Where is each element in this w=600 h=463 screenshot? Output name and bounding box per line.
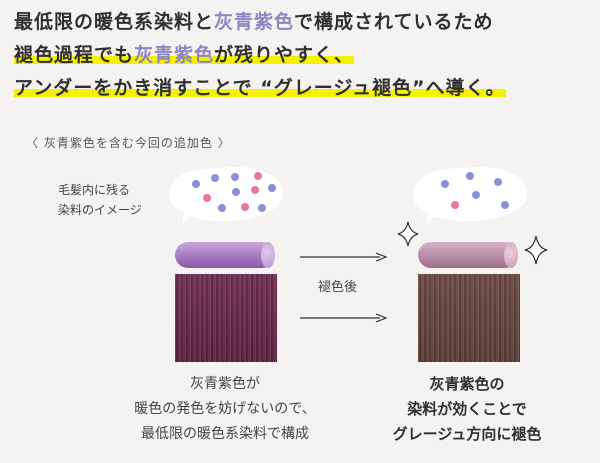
dye-dot <box>232 188 240 196</box>
dye-dot <box>494 178 502 186</box>
yellow-highlight: アンダーをかき消すことで “グレージュ褪色”へ導く。 <box>14 77 506 99</box>
dye-image-note: 毛髪内に残る 染料のイメージ <box>58 183 142 217</box>
dye-cylinder-after <box>418 242 518 268</box>
dye-dot <box>192 180 200 188</box>
dye-dot <box>241 203 249 211</box>
after-fading-label: 褪色後 <box>318 280 358 295</box>
headline-line-1: 最低限の暖色系染料と灰青紫色で構成されているため <box>14 11 494 33</box>
arrow-right-icon <box>300 313 388 323</box>
dye-dot <box>441 180 449 188</box>
headline-line-2: 褪色過程でも灰青紫色が残りやすく、 <box>14 39 594 72</box>
dye-dot <box>466 172 474 180</box>
dye-dot <box>268 184 276 192</box>
caption-before: 灰青紫色が 暖色の発色を妨げないので、 最低限の暖色系染料で構成 <box>134 376 316 442</box>
thought-bubble-left <box>169 167 284 226</box>
dye-dot <box>211 174 219 182</box>
hair-swatch-before <box>175 274 277 362</box>
thought-bubble-right <box>413 167 528 226</box>
caption-after: 灰青紫色の 染料が効くことで グレージュ方向に褪色 <box>392 375 542 443</box>
dye-dot <box>218 204 226 212</box>
sparkle-icon <box>524 235 548 265</box>
yellow-highlight: 褪色過程でも灰青紫色が残りやすく、 <box>14 44 355 66</box>
dye-dot <box>254 172 262 180</box>
dye-dot <box>203 194 211 202</box>
dye-dot <box>451 201 459 209</box>
headline-line-3: アンダーをかき消すことで “グレージュ褪色”へ導く。 <box>14 72 594 105</box>
dye-cylinder-before <box>175 242 275 268</box>
hair-swatch-after <box>418 274 520 362</box>
dye-dot <box>501 201 509 209</box>
sparkle-icon <box>397 221 419 247</box>
headline: 最低限の暖色系染料と灰青紫色で構成されているため 褪色過程でも灰青紫色が残りやす… <box>14 6 594 105</box>
dye-dot <box>231 173 239 181</box>
dye-dot <box>258 204 266 212</box>
dye-dot <box>472 191 480 199</box>
highlight-color-term: 灰青紫色 <box>134 44 215 66</box>
arrow-right-icon <box>300 252 388 262</box>
dye-dot <box>251 186 259 194</box>
section-label: 〈 灰青紫色を含む今回の追加色 〉 <box>26 136 231 150</box>
highlight-color-term: 灰青紫色 <box>214 11 295 33</box>
